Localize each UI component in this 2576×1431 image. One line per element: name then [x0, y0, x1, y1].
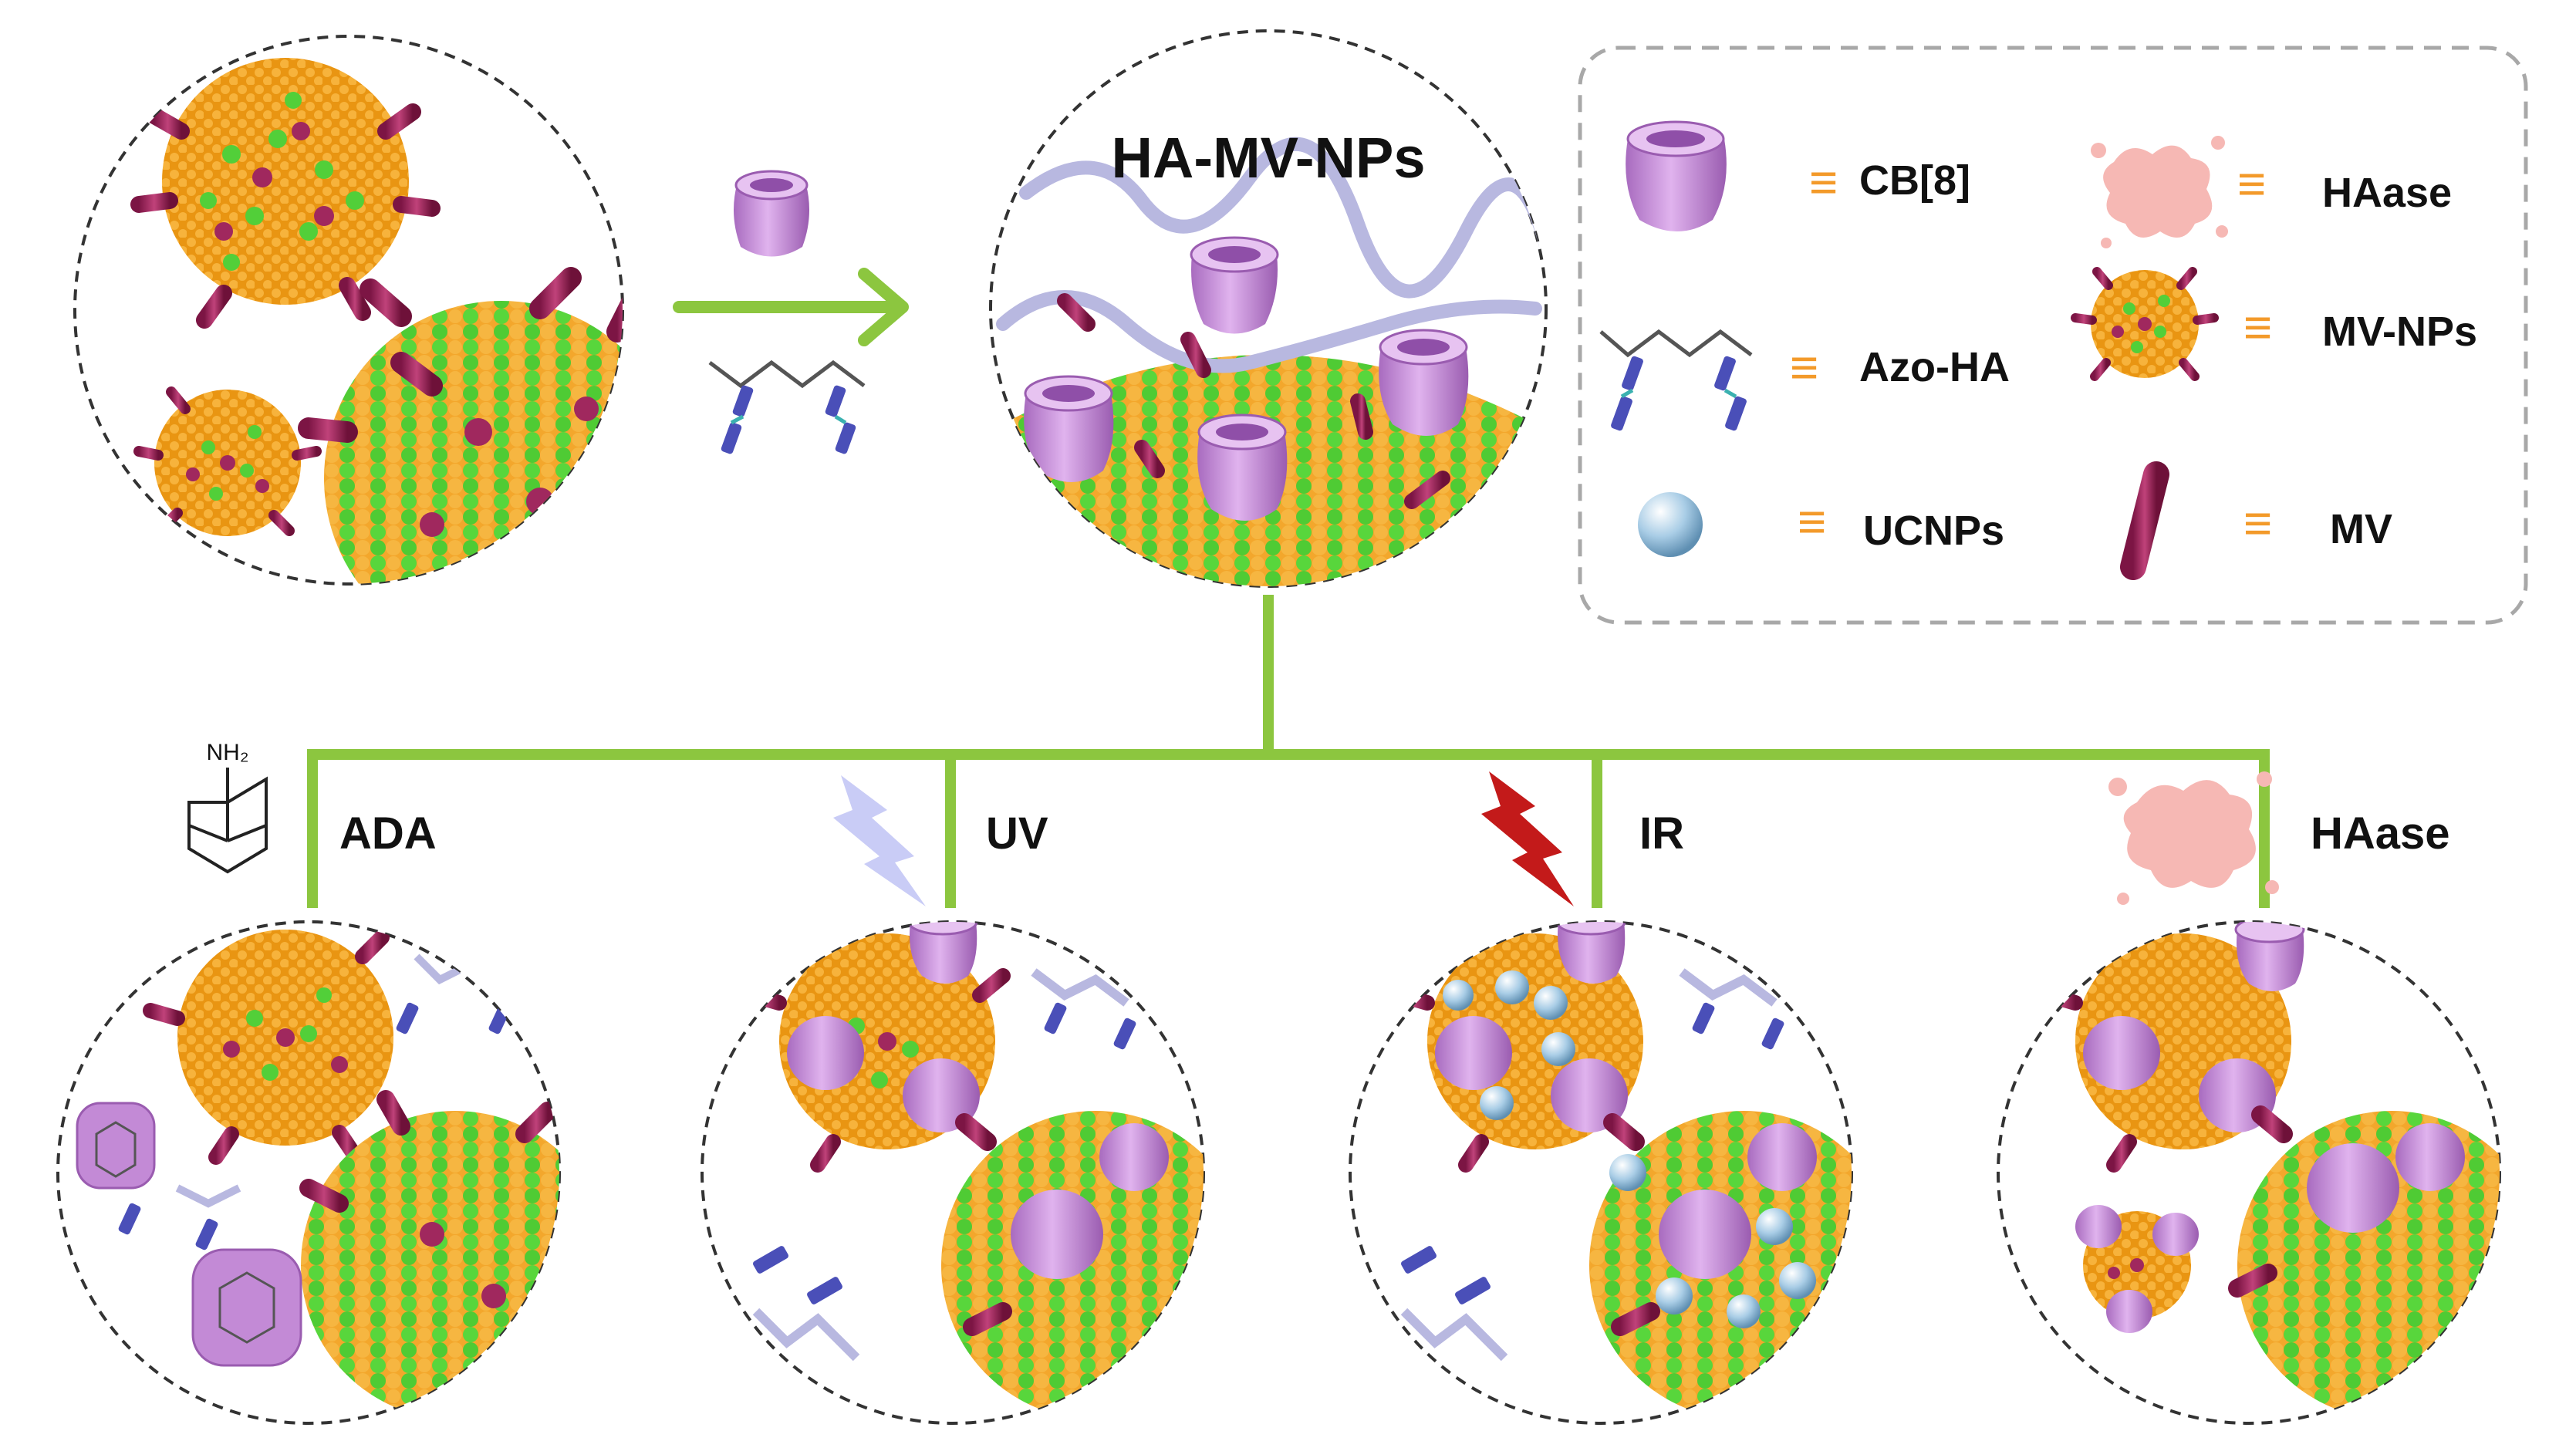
legend-item-haase: ≡ HAase — [2091, 136, 2452, 248]
legend-equiv-symbol: ≡ — [1809, 154, 1838, 210]
branch-connector — [307, 595, 2270, 908]
cb8-icon — [1197, 413, 1288, 521]
legend-label-mv: MV — [2330, 506, 2392, 552]
adamantane-amine-label: NH₂ — [207, 740, 249, 765]
legend-item-mv: ≡ MV — [2120, 461, 2392, 580]
result-panel-uv — [701, 920, 1205, 1425]
result-panel-haase — [1997, 920, 2501, 1425]
cb8-reagent-icon — [734, 170, 809, 257]
result-panel-ir — [1349, 920, 1853, 1425]
azo-ha-icon — [1599, 329, 1753, 431]
ucnp-icon — [1638, 492, 1703, 557]
legend-equiv-symbol: ≡ — [2243, 299, 2272, 355]
legend-label-cb8: CB[8] — [1859, 157, 1970, 204]
cb8-icon — [1190, 236, 1279, 334]
result-panel-ada — [56, 920, 561, 1425]
legend-equiv-symbol: ≡ — [2237, 156, 2266, 211]
legend-item-ucnps: ≡ UCNPs — [1638, 492, 2004, 557]
cb8-ada-complex — [76, 1102, 156, 1190]
cb8-icon — [1555, 922, 1626, 984]
cb8-icon — [907, 922, 978, 984]
ir-lightning-icon — [1481, 771, 1574, 906]
cb8-icon — [1379, 329, 1469, 436]
stimulus-label-uv: UV — [986, 808, 1048, 859]
mv-np-sphere — [130, 36, 441, 329]
legend-item-cb8: ≡ CB[8] — [1626, 120, 1970, 231]
stimulus-ir: IR — [1481, 771, 1684, 906]
stimulus-ada: NH₂ ADA — [187, 740, 437, 874]
legend-label-azo-ha: Azo-HA — [1859, 344, 2010, 390]
legend-panel: ≡ CB[8] ≡ Azo-HA ≡ UCNPs — [1578, 46, 2528, 625]
mv-nps-panel — [73, 35, 624, 586]
cb8-icon — [1024, 375, 1114, 482]
legend-item-mv-nps: ≡ MV-NPs — [2071, 248, 2477, 381]
reaction-arrow — [673, 268, 909, 346]
haase-splat-icon — [2108, 771, 2279, 905]
azo-ha-reagent-icon — [708, 359, 866, 454]
cb8-ada-complex — [191, 1248, 302, 1367]
adamantane-icon — [187, 768, 268, 874]
stimulus-label-ir: IR — [1639, 808, 1684, 859]
stimulus-label-haase: HAase — [2311, 808, 2450, 859]
legend-label-mv-nps: MV-NPs — [2322, 309, 2477, 355]
stimulus-haase: HAase — [2108, 771, 2450, 905]
mv-icon — [2120, 461, 2169, 580]
legend-item-azo-ha: ≡ Azo-HA — [1599, 329, 2010, 431]
legend-equiv-symbol: ≡ — [1790, 339, 1818, 395]
page-title: HA-MV-NPs — [1111, 126, 1425, 190]
legend-label-haase: HAase — [2322, 170, 2452, 216]
cb8-icon — [1626, 120, 1727, 231]
legend-equiv-symbol: ≡ — [2243, 495, 2272, 551]
legend-equiv-symbol: ≡ — [1798, 494, 1826, 549]
stimulus-label-ada: ADA — [339, 808, 437, 859]
mv-np-icon — [2071, 248, 2219, 381]
haase-icon — [2091, 136, 2228, 248]
legend-label-ucnps: UCNPs — [1863, 508, 2004, 554]
uv-lightning-icon — [833, 775, 926, 906]
ha-mv-nps-panel — [989, 29, 1548, 588]
stimulus-uv: UV — [833, 775, 1048, 906]
